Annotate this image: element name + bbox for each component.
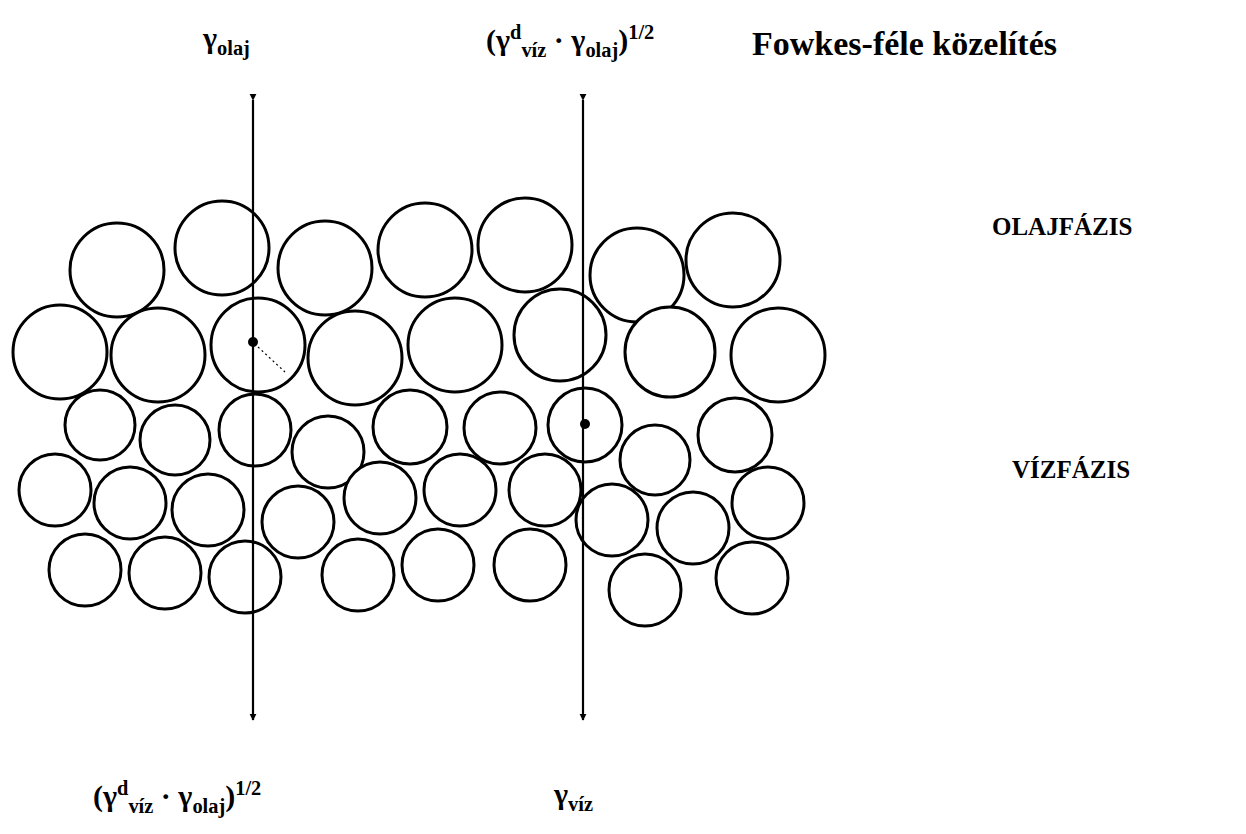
molecule-circle [625,307,715,397]
subscript: olaj [585,39,618,61]
label-text: ) [618,23,628,56]
molecule-circle [13,305,107,399]
radius-line [258,347,285,372]
center-dot [580,419,590,429]
subscript: olaj [192,795,225,817]
formula-label: (γdvíz·γolaj)1/2 [486,20,654,62]
label-text: γ [103,779,117,812]
molecule-circle [219,394,291,466]
superscript: d [510,21,521,43]
molecule-circle [278,221,372,315]
label-text: γ [554,777,568,810]
force-arrow [582,100,584,720]
molecule-circle [94,467,166,539]
label-text: VÍZFÁZIS [1012,456,1130,483]
molecule-circle [172,474,244,546]
molecule-circle [70,223,164,317]
molecule-circle [211,298,305,392]
molecule-circle [262,486,334,558]
molecule-circle [548,388,622,462]
molecule-circle [686,213,780,307]
molecule-circle [509,454,581,526]
molecule-circle [111,308,205,402]
formula-label: OLAJFÁZIS [992,212,1132,242]
label-text: ( [93,779,103,812]
superscript: 1/2 [235,777,261,799]
subscript: víz [568,793,593,815]
molecule-circle [19,454,91,526]
label-text: OLAJFÁZIS [992,213,1132,240]
molecule-circle [175,201,269,295]
label-text: · [161,779,171,812]
molecule-circle [344,462,416,534]
superscript: 1/2 [628,21,654,43]
molecule-circle [494,529,566,601]
molecule-circle [732,467,804,539]
molecule-circle [408,298,502,392]
force-arrow [252,100,254,720]
molecule-circle [402,529,474,601]
label-text: γ [203,21,217,54]
formula-label: (γdvíz·γolaj)1/2 [93,776,261,818]
center-dot [248,337,258,347]
molecule-circle [464,392,536,464]
molecule-circle [373,390,447,464]
label-text: γ [178,779,192,812]
formula-label: γolaj [203,20,250,60]
diagram-title: Fowkes-féle közelítés [752,24,1057,65]
molecule-circle [49,534,121,606]
molecule-circle [424,454,496,526]
molecule-circle [609,554,681,626]
molecule-circle [378,203,472,297]
label-text: · [554,23,564,56]
label-text: γ [571,23,585,56]
molecule-circle [322,539,394,611]
formula-label: VÍZFÁZIS [1012,455,1130,485]
molecule-circle [65,390,135,460]
molecule-circle [129,537,201,609]
molecule-circle [308,311,402,405]
molecule-circle [620,425,690,495]
subscript: víz [521,39,546,61]
molecule-circle [576,484,648,556]
subscript: víz [128,795,153,817]
formula-label: γvíz [554,776,593,816]
molecule-circle [698,398,772,472]
label-text: γ [496,23,510,56]
molecule-circle [514,289,606,381]
molecule-circle [716,542,788,614]
molecule-circle [478,198,572,292]
label-text: ( [486,23,496,56]
molecule-circle [140,405,210,475]
molecule-circle [657,492,729,564]
subscript: olaj [217,37,250,59]
label-text: ) [225,779,235,812]
molecule-circle [209,541,281,613]
superscript: d [117,777,128,799]
molecule-circle [731,308,825,402]
molecules [13,198,825,626]
force-arrows [253,100,583,720]
